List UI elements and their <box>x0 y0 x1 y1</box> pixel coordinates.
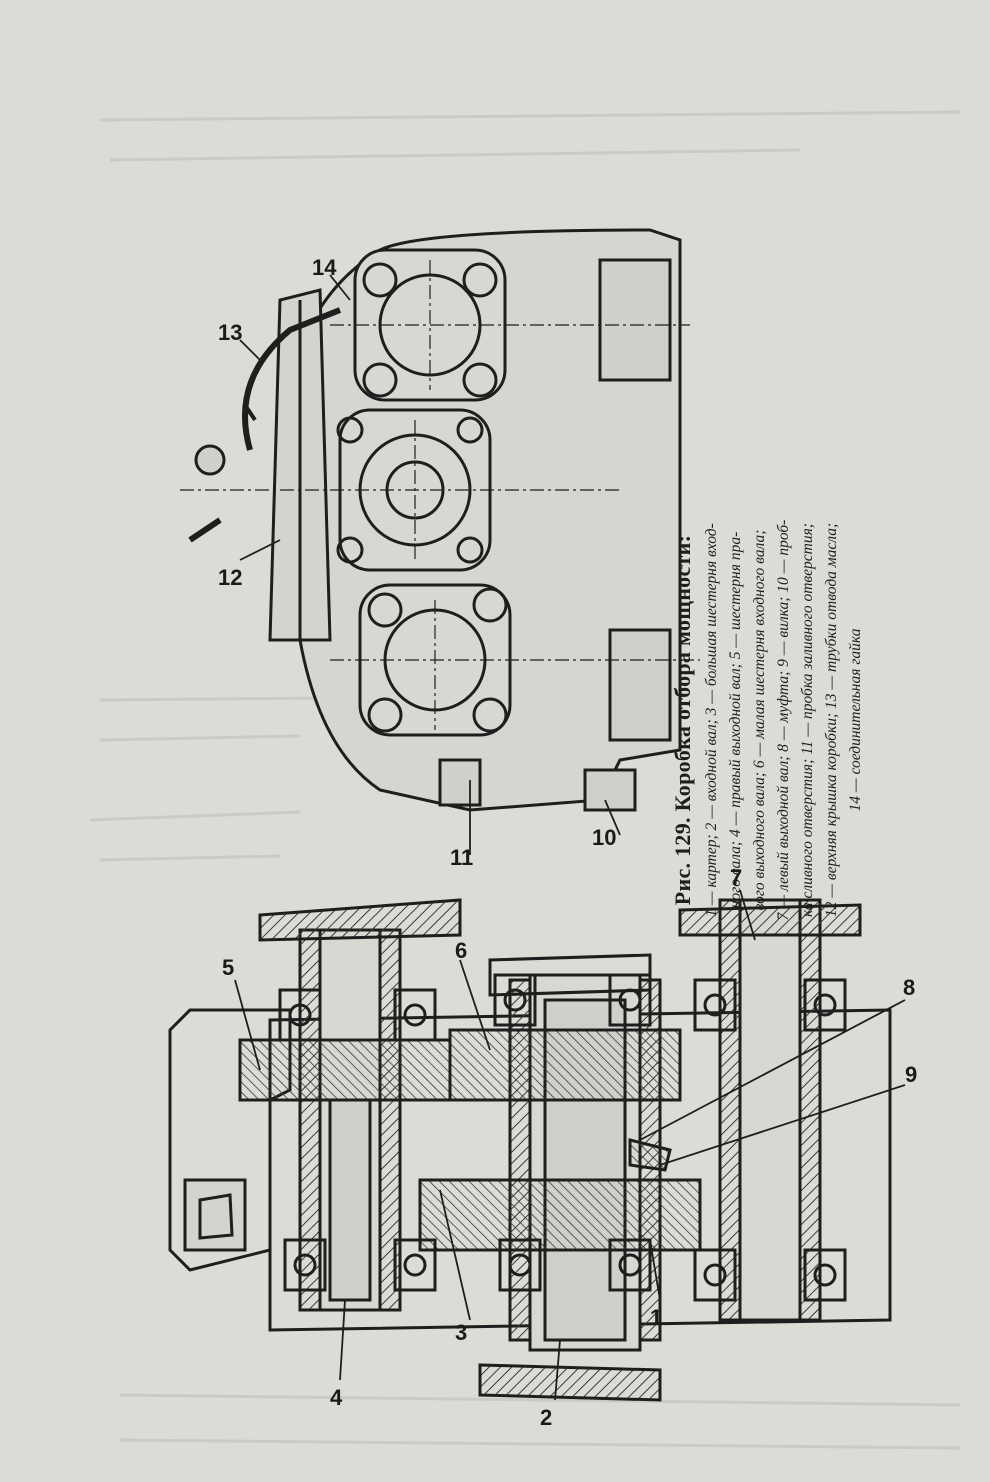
caption-line: 14 — соединительная гайка <box>847 628 864 812</box>
caption-line: 7 — левый выходной вал; 8 — муфта; 9 — в… <box>775 519 792 921</box>
callout-14: 14 <box>312 255 337 280</box>
callout-12: 12 <box>218 565 242 590</box>
caption-line: 1 — картер; 2 — входной вал; 3 — большая… <box>703 523 720 917</box>
callout-9: 9 <box>905 1062 917 1087</box>
caption-line: ка сливного отверстия; 11 — пробка залив… <box>799 523 816 917</box>
callouts: 1 2 3 4 5 6 7 8 9 10 11 12 13 14 <box>218 255 917 1430</box>
callout-11: 11 <box>450 845 473 870</box>
callout-2: 2 <box>540 1405 552 1430</box>
caption-line: вого выходного вала; 6 — малая шестерня … <box>751 529 768 911</box>
caption-line: ного вала; 4 — правый выходной вал; 5 — … <box>727 531 744 909</box>
caption-title: Рис. 129. Коробка отбора мощности: <box>670 534 695 906</box>
callout-13: 13 <box>218 320 242 345</box>
callout-3: 3 <box>455 1320 467 1345</box>
callout-8: 8 <box>903 975 915 1000</box>
callout-6: 6 <box>455 938 467 963</box>
callout-4: 4 <box>330 1385 343 1410</box>
housing-external-view <box>180 228 700 812</box>
callout-1: 1 <box>650 1305 662 1330</box>
callout-7: 7 <box>730 865 742 890</box>
callout-5: 5 <box>222 955 234 980</box>
callout-10: 10 <box>592 825 616 850</box>
caption-line: 12 — верхняя крышка коробки; 13 — трубки… <box>823 522 840 918</box>
cross-section-view <box>168 898 892 1402</box>
